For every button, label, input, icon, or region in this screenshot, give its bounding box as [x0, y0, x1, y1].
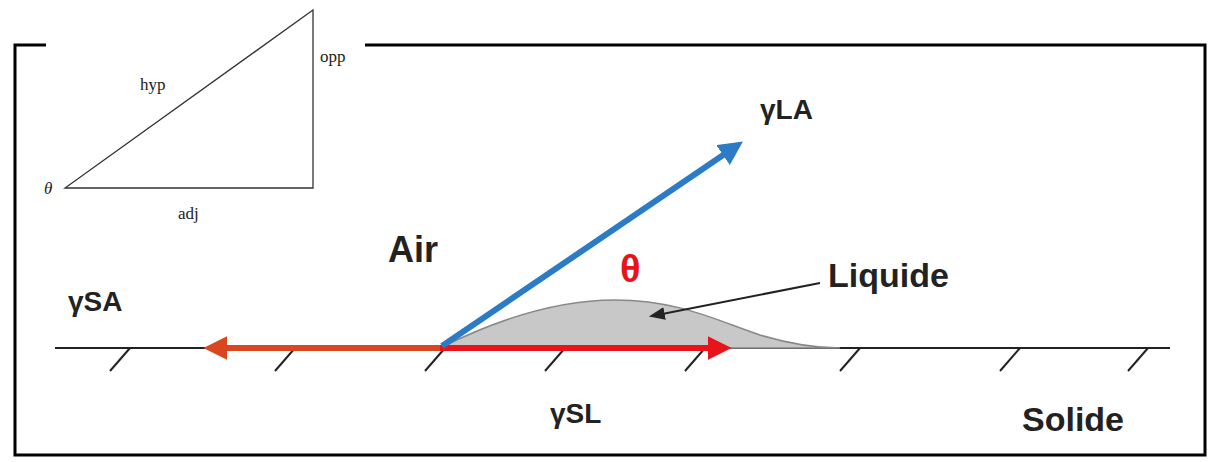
hatching — [110, 348, 1148, 371]
tension-label: γSL — [550, 400, 601, 428]
gamma-sl-arrow — [440, 345, 722, 351]
trig-triangle — [65, 10, 313, 188]
gamma-sa-arrow — [213, 345, 440, 351]
hatch-stroke — [840, 348, 860, 371]
hatch-stroke — [425, 348, 445, 371]
side-name: adj — [178, 205, 199, 222]
leader-line — [652, 283, 820, 316]
gamma-la-arrow — [442, 147, 735, 346]
hatch-stroke — [275, 348, 295, 371]
hatch-stroke — [685, 348, 705, 371]
tension-label: γLA — [760, 96, 813, 124]
phase-label: Air — [388, 232, 438, 268]
hatch-stroke — [545, 348, 565, 371]
side-name: opp — [320, 48, 346, 65]
angle-symbol: θ — [620, 250, 641, 288]
hatch-stroke — [110, 348, 130, 371]
phase-label: Solide — [1022, 402, 1124, 436]
tension-label: γSA — [68, 288, 122, 316]
solid-surface — [55, 347, 1170, 349]
phase-label: Liquide — [828, 258, 949, 292]
hatch-stroke — [1000, 348, 1020, 371]
hatch-stroke — [1128, 348, 1148, 371]
angle-symbol: θ — [44, 180, 52, 197]
side-name: hyp — [140, 76, 166, 93]
